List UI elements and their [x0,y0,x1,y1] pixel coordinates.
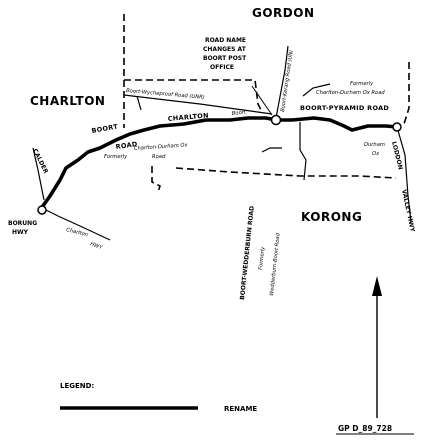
label-calder: CALDER [31,148,49,175]
shire-boundaries [123,14,410,193]
road-korong-link [261,147,282,153]
boundary-gordon-east [403,62,410,125]
legend-title: LEGEND: [60,382,94,390]
label-road: ROAD [115,140,138,151]
label-boort: BOORT [91,122,119,135]
durham-ox-marker [392,122,402,132]
label-charlton-durham-ox-2a: Charlton-Durham Ox [134,142,189,152]
label-valley-hwy: VALLEY HWY [400,189,416,233]
label-formerly-2: Formerly [104,154,128,160]
road-loddon-valley [396,126,412,223]
note-pointer-line [251,85,273,116]
note-line-4: OFFICE [210,64,234,71]
legend-rename-label: RENAME [224,405,257,413]
label-boort-pyramid-road: BOORT-PYRAMID ROAD [300,104,389,112]
north-arrow-head [372,276,382,296]
boundary-charlton-korong [151,166,161,193]
boort-post-office-marker [270,114,282,126]
label-durham-ox-2: Ox [372,151,380,157]
label-charlton-road: CHARLTON [167,111,209,123]
drawing-reference: GP D_89_728 [338,424,392,433]
region-korong: KORONG [301,210,362,224]
label-hwy-borung: HWY [12,229,29,236]
label-boort-kerang: Boort-Kerang Road (UN) [280,50,295,113]
note-line-2: CHANGES AT [203,46,247,53]
road-boort-kerang [275,45,289,119]
road-calder [32,147,45,201]
minor-roads [32,45,412,241]
road-north-east [302,83,331,97]
road-western-link [136,95,142,111]
label-formerly-1: Formerly [350,81,374,87]
note-line-1: ROAD NAME [205,37,246,44]
label-charlton-hwy-2: HWY [89,241,103,251]
note-line-3: BOORT POST [203,55,247,62]
renamed-road-line [38,116,399,212]
label-charlton-durham-ox-road: Charlton-Durham Ox Road [316,90,385,96]
boundary-korong-north [175,167,397,179]
label-borung: BORUNG [8,220,37,227]
north-arrow [372,276,382,418]
label-charlton-hwy-1: Charlton [66,227,89,238]
name-change-note: ROAD NAME CHANGES AT BOORT POST OFFICE [203,37,247,71]
label-boort-2: Boort [232,109,248,117]
road-boort-wycheproof [123,94,273,115]
label-durham-ox-1: Durham [364,142,385,148]
label-boort-wedderburn: BOORT-WEDDERBURN ROAD [239,206,256,301]
label-wedderburn-boort: Wedderburn-Boort Road [269,232,282,296]
label-formerly-3: Formerly [258,246,266,271]
region-charlton: CHARLTON [30,94,105,108]
region-gordon: GORDON [252,6,315,20]
road-wedderburn [299,122,307,181]
charlton-town-marker [37,205,47,215]
road-charlton-hwy [41,207,111,241]
label-charlton-durham-ox-2b: Road [152,154,166,160]
